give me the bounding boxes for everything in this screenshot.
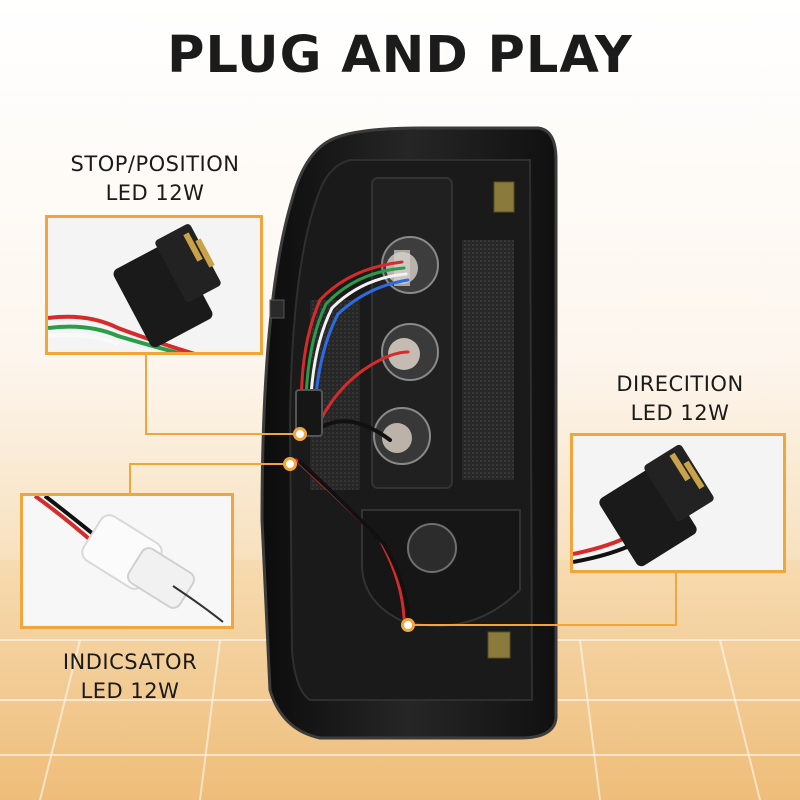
page-title: PLUG AND PLAY	[167, 26, 633, 85]
marker-stop-position	[293, 427, 307, 441]
bulb-socket-middle	[381, 323, 439, 381]
callout-indicator-bulb	[20, 493, 234, 629]
callout-stop-position-connector	[45, 215, 263, 355]
label-stop-position: STOP/POSITION LED 12W	[60, 150, 250, 208]
label-direction: DIRECITION LED 12W	[590, 370, 770, 428]
connector-photo-2pin	[573, 436, 783, 570]
connector-photo-4pin	[48, 218, 260, 352]
marker-direction	[401, 618, 415, 632]
label-indicator: INDICSATOR LED 12W	[40, 648, 220, 706]
label-direction-line1: DIRECITION	[616, 372, 744, 396]
bulb-socket-lower	[373, 407, 431, 465]
label-stop-position-line2: LED 12W	[105, 181, 205, 205]
label-stop-position-line1: STOP/POSITION	[70, 152, 240, 176]
label-indicator-line2: LED 12W	[80, 679, 180, 703]
bulb-photo-t10	[23, 496, 231, 626]
marker-indicator	[283, 457, 297, 471]
label-direction-line2: LED 12W	[630, 401, 730, 425]
label-indicator-line1: INDICSATOR	[62, 650, 198, 674]
callout-direction-connector	[570, 433, 786, 573]
